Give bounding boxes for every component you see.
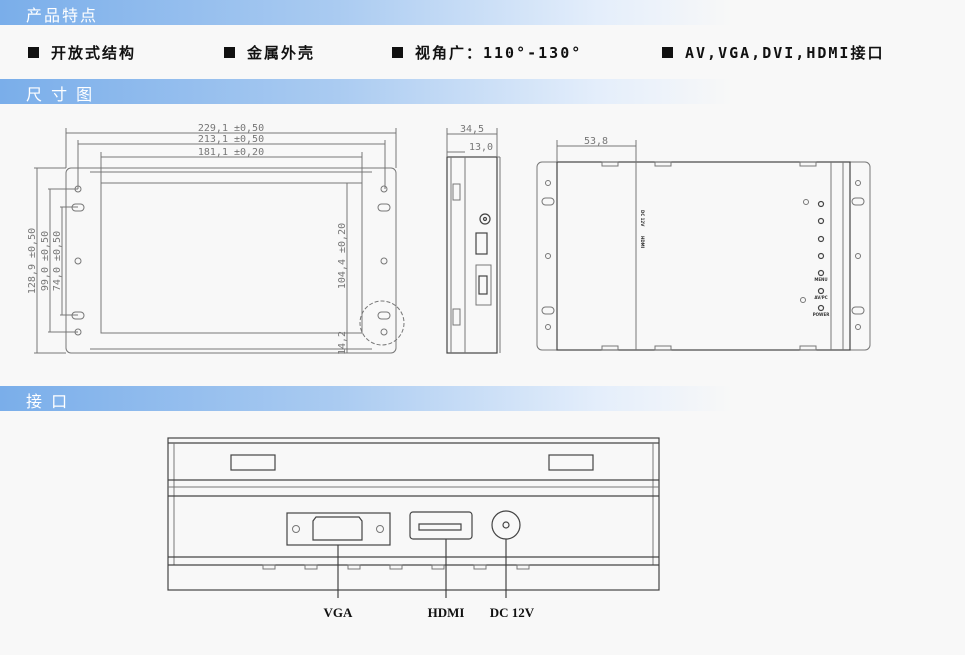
- bullet-icon: [392, 47, 403, 58]
- feature-label: AV,VGA,DVI,HDMI接口: [685, 44, 885, 62]
- dim-width-holes: 213,1 ±0,50: [198, 134, 264, 145]
- section-header-dimensions: 尺 寸 图: [0, 79, 965, 104]
- feature-item: 金属外壳: [224, 42, 315, 63]
- dim-height-holes-inner: 74,0 ±0,50: [52, 231, 63, 291]
- feature-item: 开放式结构: [28, 42, 136, 63]
- rear-label-dc: DC 12V: [640, 210, 645, 227]
- dim-height-screen: 104,4 ±0,20: [337, 223, 348, 289]
- dim-width-screen: 181,1 ±0,20: [198, 147, 264, 158]
- section-header-features: 产品特点: [0, 0, 965, 25]
- side-view-drawing: 34,5 13,0: [446, 124, 501, 354]
- dim-depth-overall: 34,5: [460, 124, 484, 135]
- feature-label: 视角广：110°-130°: [415, 44, 583, 62]
- rear-button-avpc: AV/PC: [814, 295, 827, 300]
- rear-label-hdmi: HDMI: [640, 236, 645, 249]
- feature-label: 开放式结构: [51, 44, 137, 62]
- section-title: 接 口: [26, 392, 70, 411]
- dim-depth-bezel: 13,0: [469, 142, 493, 153]
- dim-bottom-margin: 14,2: [337, 331, 348, 355]
- feature-item: AV,VGA,DVI,HDMI接口: [662, 42, 884, 63]
- bullet-icon: [28, 47, 39, 58]
- feature-label: 金属外壳: [247, 44, 316, 62]
- bullet-icon: [662, 47, 673, 58]
- dim-width-overall: 229,1 ±0,50: [198, 123, 264, 134]
- rear-button-power: POWER: [813, 312, 830, 317]
- dim-height-overall: 128,9 ±0,50: [27, 228, 38, 294]
- interface-label-dc12v: DC 12V: [490, 605, 535, 620]
- rear-view-drawing: 53,8 DC 12V HDMI MENU AV/PC POWER: [536, 136, 871, 351]
- interface-label-vga: VGA: [324, 605, 354, 620]
- interface-label-hdmi: HDMI: [428, 605, 465, 620]
- rear-button-menu: MENU: [814, 277, 827, 282]
- section-header-interfaces: 接 口: [0, 386, 965, 411]
- interface-view-drawing: VGA HDMI DC 12V: [167, 437, 660, 620]
- dim-height-holes-outer: 99,0 ±0,50: [40, 231, 51, 291]
- dim-rear-offset: 53,8: [584, 136, 608, 147]
- bullet-icon: [224, 47, 235, 58]
- front-view-drawing: 229,1 ±0,50 213,1 ±0,50 181,1 ±0,20 128,…: [27, 123, 405, 355]
- feature-item: 视角广：110°-130°: [392, 42, 582, 63]
- section-title: 尺 寸 图: [26, 85, 95, 104]
- section-title: 产品特点: [26, 6, 99, 25]
